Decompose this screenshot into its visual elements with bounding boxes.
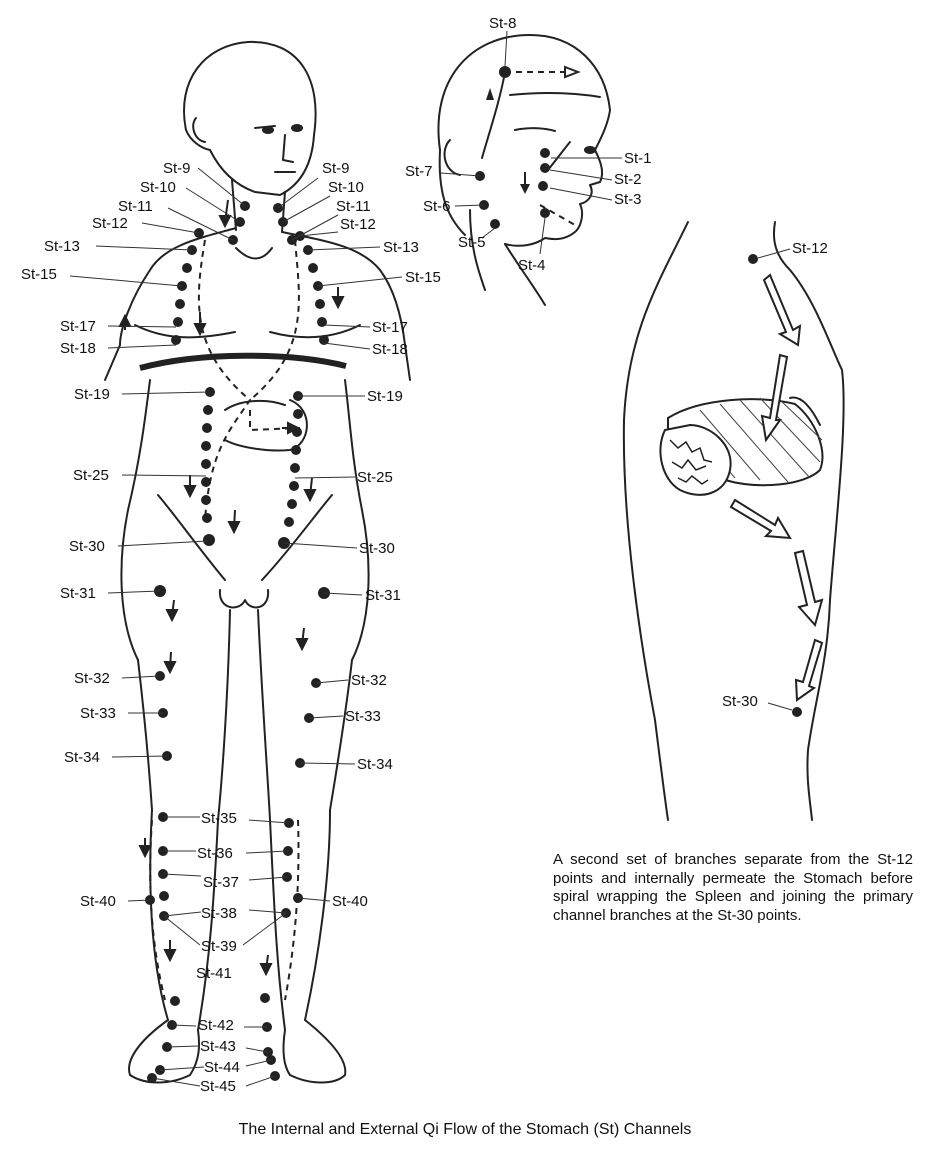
label-left-st-12: St-12 <box>92 215 128 232</box>
label-right-st-19: St-19 <box>367 388 403 405</box>
label-st-1: St-1 <box>624 150 652 167</box>
label-st-37: St-37 <box>203 874 239 891</box>
front-labels-right: St-9 St-10 St-11 St-12 St-13 St-15 St-17… <box>322 160 441 910</box>
side-torso-figure: St-12 St-30 <box>622 221 845 821</box>
label-st-35: St-35 <box>201 810 237 827</box>
label-st-5: St-5 <box>458 234 486 251</box>
label-st-2: St-2 <box>614 171 642 188</box>
figure-caption: The Internal and External Qi Flow of the… <box>238 1121 692 1138</box>
label-st-45: St-45 <box>200 1078 236 1095</box>
label-right-st-15: St-15 <box>405 269 441 286</box>
label-right-st-33: St-33 <box>345 708 381 725</box>
label-st-44: St-44 <box>204 1059 240 1076</box>
label-left-st-32: St-32 <box>74 670 110 687</box>
flow-arrows <box>118 199 345 977</box>
label-st-43: St-43 <box>200 1038 236 1055</box>
leg-labels-center: St-35 St-36 St-37 St-38 St-39 St-41 St-4… <box>196 810 240 1095</box>
label-left-st-31: St-31 <box>60 585 96 602</box>
label-st-8: St-8 <box>489 15 517 32</box>
label-right-st-12: St-12 <box>340 216 376 233</box>
label-st-4: St-4 <box>518 257 546 274</box>
label-right-st-34: St-34 <box>357 756 393 773</box>
label-left-st-9: St-9 <box>163 160 191 177</box>
label-left-st-15: St-15 <box>21 266 57 283</box>
label-right-st-25: St-25 <box>357 469 393 486</box>
label-left-st-19: St-19 <box>74 386 110 403</box>
front-labels-left: St-9 St-10 St-11 St-12 St-13 St-15 St-17… <box>21 160 191 910</box>
label-left-st-30: St-30 <box>69 538 105 555</box>
label-right-st-40: St-40 <box>332 893 368 910</box>
label-side-st-30: St-30 <box>722 693 758 710</box>
label-st-6: St-6 <box>423 198 451 215</box>
label-side-st-12: St-12 <box>792 240 828 257</box>
label-right-st-17: St-17 <box>372 319 408 336</box>
label-st-7: St-7 <box>405 163 433 180</box>
head-profile-figure: St-8 St-1 St-2 St-3 St-4 St-5 St-6 St-7 <box>405 15 652 306</box>
label-right-st-31: St-31 <box>365 587 401 604</box>
label-right-st-9: St-9 <box>322 160 350 177</box>
label-st-36: St-36 <box>197 845 233 862</box>
label-right-st-18: St-18 <box>372 341 408 358</box>
label-right-st-32: St-32 <box>351 672 387 689</box>
label-left-st-40: St-40 <box>80 893 116 910</box>
label-right-st-11: St-11 <box>336 198 371 215</box>
label-st-38: St-38 <box>201 905 237 922</box>
label-left-st-11: St-11 <box>118 198 153 215</box>
label-left-st-34: St-34 <box>64 749 100 766</box>
label-right-st-13: St-13 <box>383 239 419 256</box>
label-st-39: St-39 <box>201 938 237 955</box>
label-left-st-13: St-13 <box>44 238 80 255</box>
label-right-st-30: St-30 <box>359 540 395 557</box>
front-leader-lines <box>69 167 403 1087</box>
label-left-st-10: St-10 <box>140 179 176 196</box>
label-st-3: St-3 <box>614 191 642 208</box>
label-right-st-10: St-10 <box>328 179 364 196</box>
description-text: A second set of branches separate from t… <box>553 851 913 924</box>
label-left-st-17: St-17 <box>60 318 96 335</box>
label-st-42: St-42 <box>198 1017 234 1034</box>
label-left-st-33: St-33 <box>80 705 116 722</box>
label-left-st-18: St-18 <box>60 340 96 357</box>
label-left-st-25: St-25 <box>73 467 109 484</box>
label-st-41: St-41 <box>196 965 232 982</box>
